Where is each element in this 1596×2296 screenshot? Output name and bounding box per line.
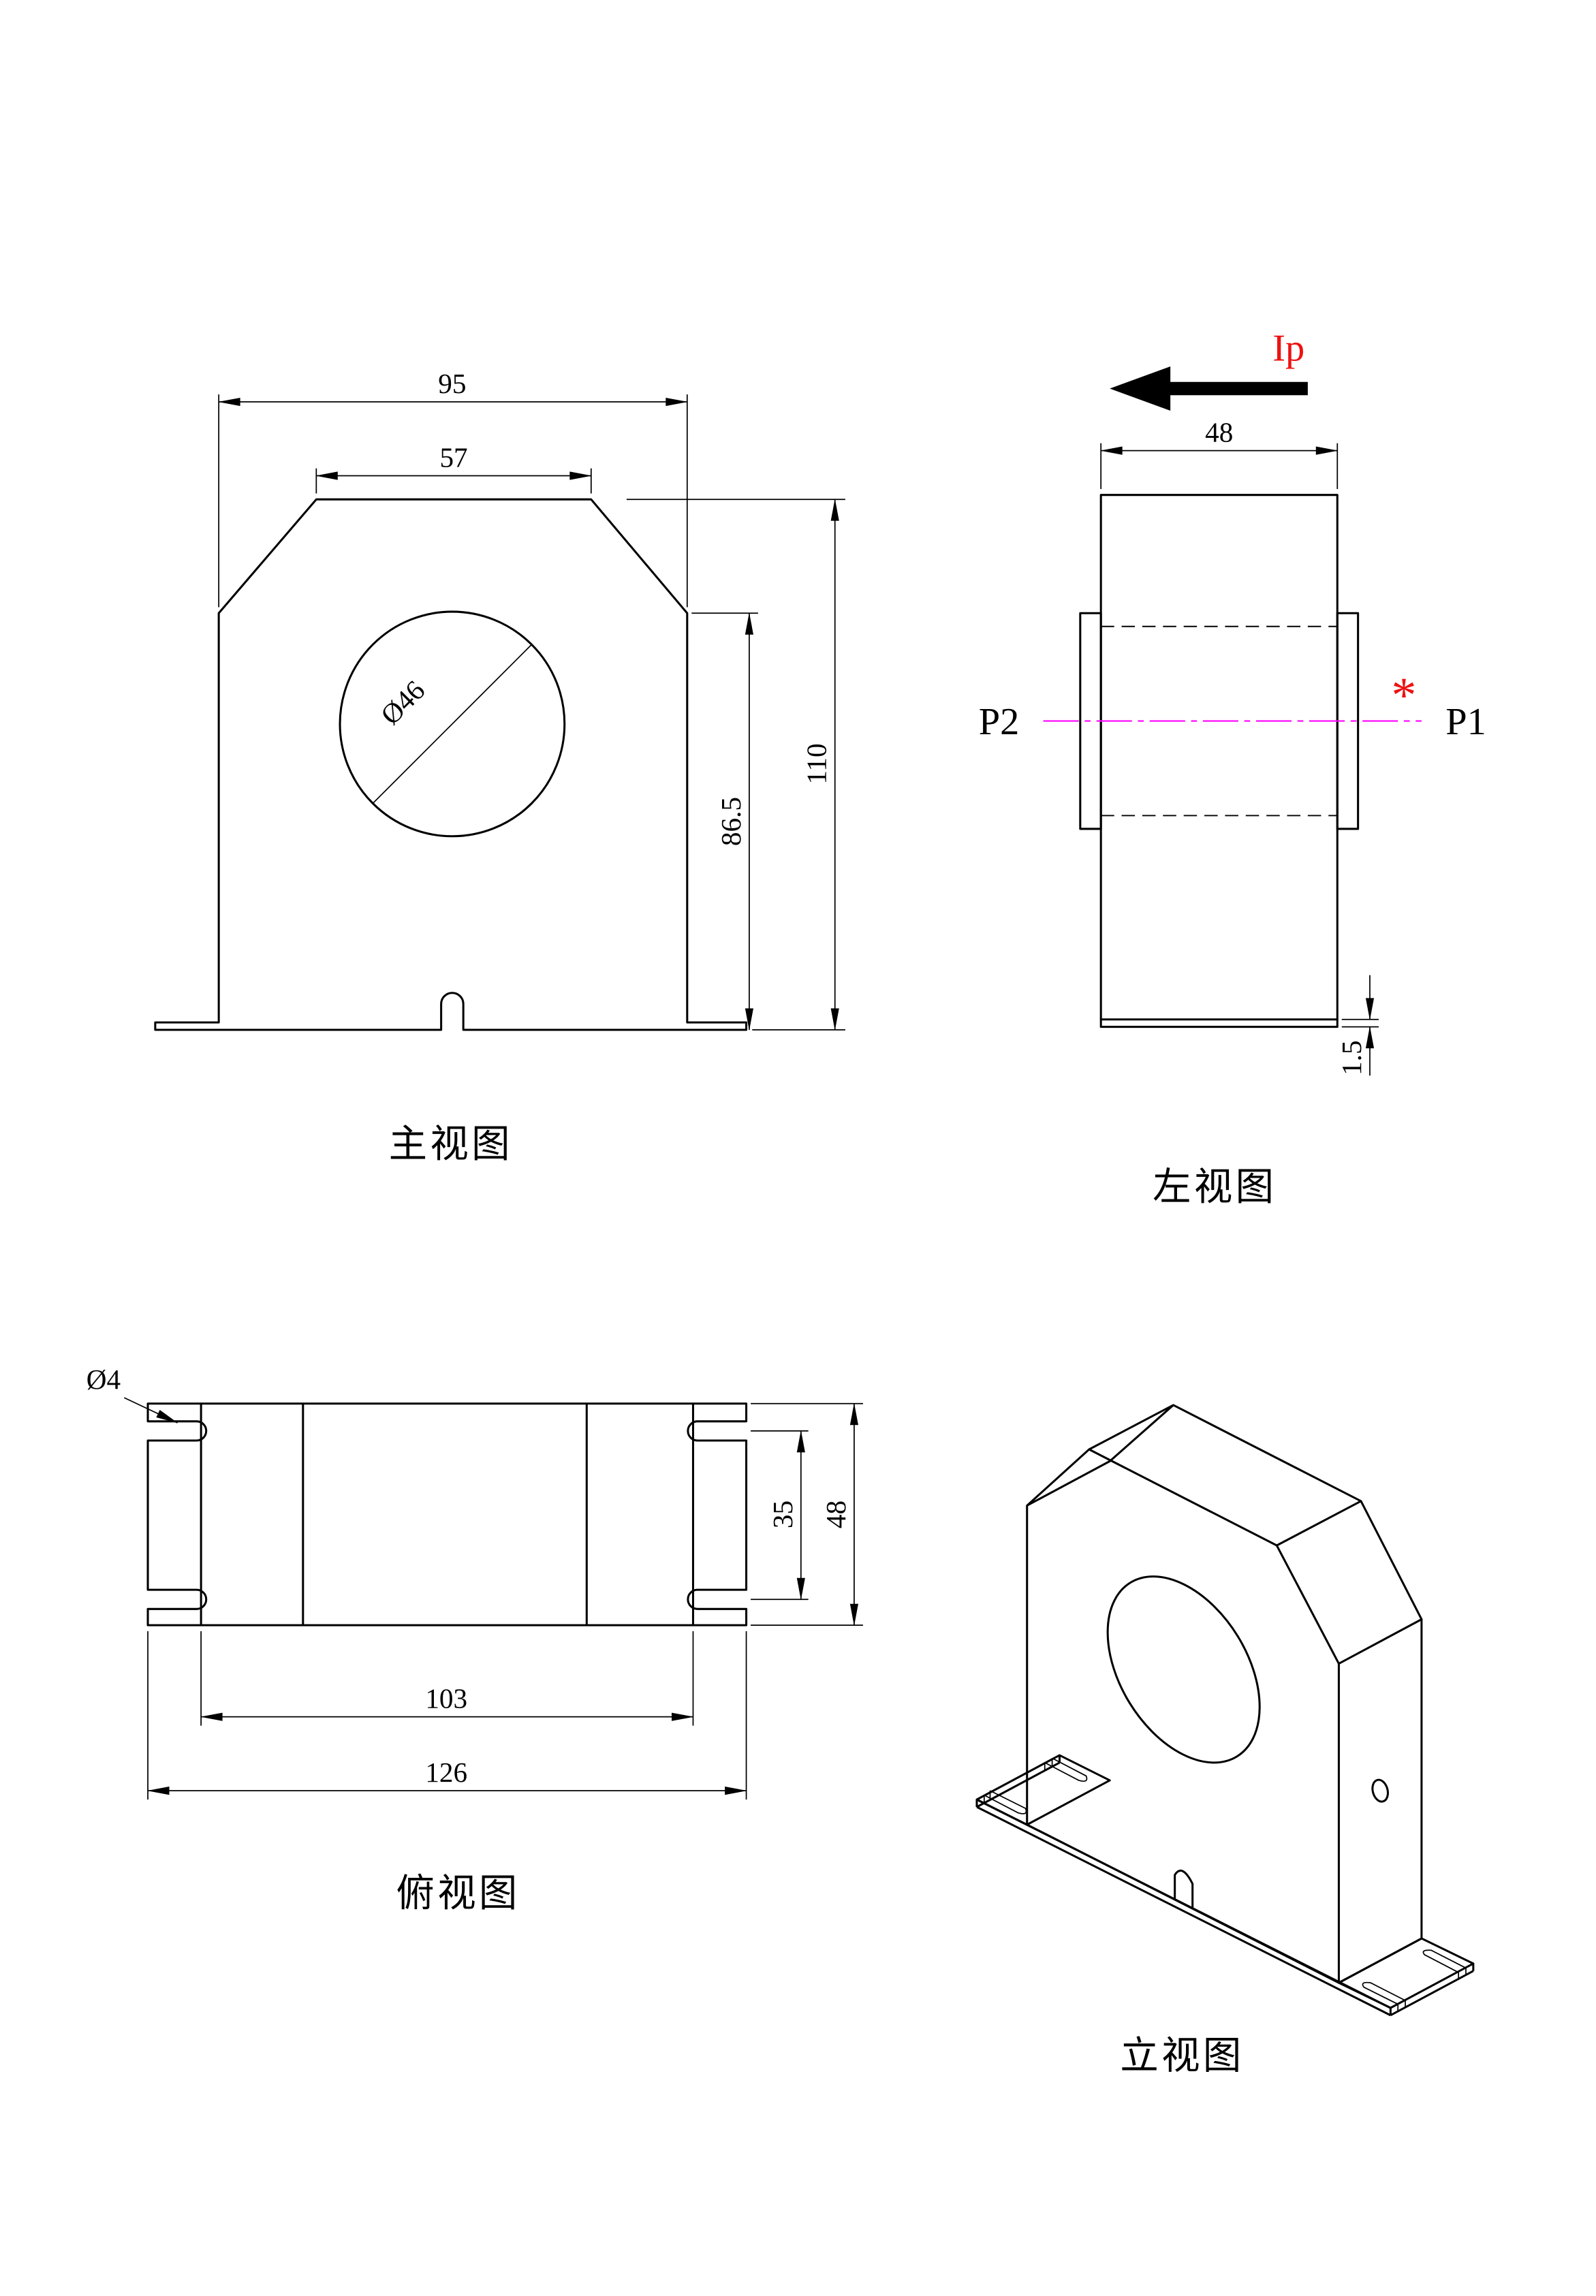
hole-diameter-dimension: Ø46 (375, 674, 431, 731)
front-view-label: 主视图 (389, 1124, 513, 1166)
front-height-dimension: 110 (801, 743, 832, 784)
top-body-edges (200, 1403, 695, 1626)
front-hole-circle (339, 610, 566, 838)
iso-side-hole (1371, 1778, 1389, 1803)
top-view-label: 俯视图 (396, 1872, 520, 1915)
iso-top-edges (1027, 1404, 1423, 1984)
front-top-width-dimension: 57 (439, 441, 467, 473)
terminal-label-p1: P1 (1445, 701, 1486, 743)
top-outline-with-slots (146, 1402, 748, 1626)
mount-hole-leader (123, 1397, 178, 1424)
iso-flange-thickness-edges (975, 1755, 1475, 2017)
front-body-outline (154, 498, 748, 1031)
current-arrow-icon (1110, 366, 1308, 411)
iso-hole-ellipse (1106, 1575, 1261, 1764)
hole-diameter-line (372, 644, 533, 804)
top-extension-lines (147, 1402, 863, 1800)
front-width-dimension: 95 (438, 368, 466, 399)
iso-ear-slots (984, 1757, 1467, 2005)
inner-length-dimension: 103 (425, 1683, 467, 1714)
iso-slot-edge-notches (983, 1758, 1467, 2012)
front-view: Ø46 95 57 110 86.5 主视图 (154, 368, 845, 1166)
front-side-height-dimension: 86.5 (715, 797, 747, 846)
polarity-asterisk: * (1391, 667, 1416, 723)
iso-right-ear-top (1337, 1937, 1475, 2009)
left-body-outline (1099, 494, 1339, 1021)
left-view-label: 左视图 (1153, 1166, 1277, 1208)
hidden-hole-lines (1101, 625, 1338, 817)
slot-spacing-dimension: 35 (767, 1500, 798, 1528)
terminal-label-p2: P2 (979, 701, 1020, 743)
current-label: Ip (1272, 327, 1304, 369)
iso-view-label: 立视图 (1120, 2035, 1244, 2077)
iso-view: 立视图 (975, 1404, 1475, 2077)
left-view: P2 P1 * Ip 48 1.5 左视图 (979, 327, 1486, 1208)
left-depth-dimension: 48 (1205, 417, 1233, 448)
iso-left-ear-top (975, 1754, 1111, 1826)
top-view: 35 48 103 126 Ø4 俯视图 (87, 1364, 863, 1915)
left-base-flange (1099, 1019, 1339, 1028)
left-extension-lines (1100, 443, 1379, 1028)
mount-hole-dimension: Ø4 (87, 1364, 121, 1395)
iso-bottom-notch (1174, 1869, 1194, 1909)
top-depth-dimension: 48 (820, 1500, 851, 1528)
base-thickness-dimension: 1.5 (1336, 1040, 1367, 1075)
overall-length-dimension: 126 (425, 1757, 467, 1788)
top-inner-edges (302, 1403, 588, 1626)
front-extension-lines (218, 394, 845, 1031)
